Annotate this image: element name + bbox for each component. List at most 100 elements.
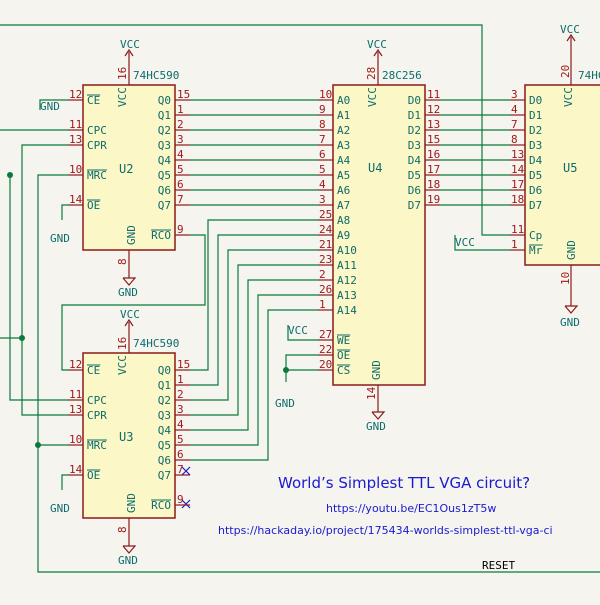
u2-left-pin-2: 13 <box>69 133 82 146</box>
u5-left-pin-2: 7 <box>511 118 518 131</box>
u5-left-label-1: D1 <box>529 109 542 122</box>
u2-left-pin-3: 10 <box>69 163 82 176</box>
u5-left-pin-0: 3 <box>511 88 518 101</box>
u2-right-pin-4: 4 <box>177 148 184 161</box>
u4-right-pin-6: 18 <box>427 178 440 191</box>
u3-right-pin-3: 3 <box>177 403 184 416</box>
u2-right-label-3: Q3 <box>158 139 171 152</box>
u2-right-pin-6: 6 <box>177 178 184 191</box>
u2-right-pin-3: 3 <box>177 133 184 146</box>
u4-ctrl-pin-0: 27 <box>319 328 332 341</box>
u2-body <box>82 84 176 251</box>
u3-left-label-4: OE <box>87 469 100 482</box>
youtube-link[interactable]: https://youtu.be/EC1Ous1zT5w <box>326 502 496 515</box>
u4-left-pin-13: 26 <box>319 283 332 296</box>
u4-left-label-14: A14 <box>337 304 357 317</box>
u4-left-label-9: A9 <box>337 229 350 242</box>
u3-vcc-pin: 16 <box>116 337 129 350</box>
u5-left-label-3: D3 <box>529 139 542 152</box>
u3-left-pin-4: 14 <box>69 463 83 476</box>
u4-left-label-6: A6 <box>337 184 350 197</box>
u2-vcc: VCC <box>120 38 140 51</box>
u2-ref: U2 <box>119 162 133 176</box>
hackaday-link[interactable]: https://hackaday.io/project/175434-world… <box>218 524 553 537</box>
u5-gnd-pinlabel: GND <box>565 240 578 260</box>
u4-left-label-5: A5 <box>337 169 350 182</box>
u3-ref: U3 <box>119 430 133 444</box>
u2-left-label-3: MRC <box>87 169 107 182</box>
u5-left-pin-1: 4 <box>511 103 518 116</box>
u2-right-label-1: Q1 <box>158 109 171 122</box>
u3-vcc: VCC <box>120 308 140 321</box>
u5-vcc-pinlabel: VCC <box>562 87 575 107</box>
u3-right-label-7: Q7 <box>158 469 171 482</box>
u4-left-pin-3: 7 <box>319 133 326 146</box>
u2-left-label-0: CE <box>87 94 100 107</box>
u2-gnd: GND <box>118 286 138 299</box>
u5-left-pin-8: 11 <box>511 223 524 236</box>
u3-right-label-3: Q3 <box>158 409 171 422</box>
u2-vcc-pin: 16 <box>116 67 129 80</box>
u2-left-pin-1: 11 <box>69 118 82 131</box>
u3-oe-gnd: GND <box>50 502 70 515</box>
u2-part: 74HC590 <box>133 69 179 82</box>
u4-gnd-pinlabel: GND <box>370 360 383 380</box>
u5-left-label-8: Cp <box>529 229 542 242</box>
u5-left-pin-5: 14 <box>511 163 525 176</box>
u5-ref: U5 <box>563 161 577 175</box>
u4-left-label-7: A7 <box>337 199 350 212</box>
u4-left-pin-0: 10 <box>319 88 332 101</box>
u5-left-label-4: D4 <box>529 154 543 167</box>
power-symbols <box>122 33 579 554</box>
u5-mr-vcc: VCC <box>455 236 475 249</box>
u4-right-label-7: D7 <box>408 199 421 212</box>
u2-right-label-4: Q4 <box>158 154 172 167</box>
u4-left-pin-12: 2 <box>319 268 326 281</box>
u4-left-pin-5: 5 <box>319 163 326 176</box>
u2-left-pin-0: 12 <box>69 88 82 101</box>
u2-oe-gnd-label: GND <box>40 100 60 113</box>
u4-left-pin-1: 9 <box>319 103 326 116</box>
u2-left-pin-4: 14 <box>69 193 83 206</box>
u4-right-pin-3: 15 <box>427 133 440 146</box>
u5-left-label-9: Mr <box>529 244 543 257</box>
u5-vcc-pin: 20 <box>559 65 572 78</box>
u3-left-label-2: CPR <box>87 409 107 422</box>
u4-left-label-0: A0 <box>337 94 350 107</box>
u4-left-label-13: A13 <box>337 289 357 302</box>
u3-left-label-3: MRC <box>87 439 107 452</box>
u4-left-label-4: A4 <box>337 154 351 167</box>
u4-gnd-pin: 14 <box>365 386 378 400</box>
u5-gnd: GND <box>560 316 580 329</box>
u2-right-label-8: RCO <box>151 229 171 242</box>
u4-cs-gnd: GND <box>275 397 295 410</box>
u3-gnd-pinlabel: GND <box>125 493 138 513</box>
u5-part: 74HC <box>578 69 600 82</box>
u2-right-pin-5: 5 <box>177 163 184 176</box>
u5-left-label-0: D0 <box>529 94 542 107</box>
u2-right-label-5: Q5 <box>158 169 171 182</box>
u4-vcc-pin: 28 <box>365 67 378 80</box>
title-note: World’s Simplest TTL VGA circuit? <box>278 474 530 492</box>
u5-left-pin-9: 1 <box>511 238 518 251</box>
u4-left-pin-9: 24 <box>319 223 333 236</box>
u3-right-pin-0: 15 <box>177 358 190 371</box>
u4-right-pin-2: 13 <box>427 118 440 131</box>
u2-right-label-6: Q6 <box>158 184 171 197</box>
u4-we-vcc: VCC <box>288 324 308 337</box>
u4-right-label-1: D1 <box>408 109 421 122</box>
u4-right-pin-4: 16 <box>427 148 440 161</box>
u2-vcc-pinlabel: VCC <box>116 87 129 107</box>
u3-right-label-1: Q1 <box>158 379 171 392</box>
u3-right-label-6: Q6 <box>158 454 171 467</box>
u4-right-pin-5: 17 <box>427 163 440 176</box>
u5-left-pin-4: 13 <box>511 148 524 161</box>
u2-left-label-1: CPC <box>87 124 107 137</box>
u2-gnd-pin: 8 <box>116 258 129 265</box>
u3-right-label-0: Q0 <box>158 364 171 377</box>
u2-oe-gnd: GND <box>50 232 70 245</box>
u5-gnd-pin: 10 <box>559 272 572 285</box>
u3-right-label-4: Q4 <box>158 424 172 437</box>
